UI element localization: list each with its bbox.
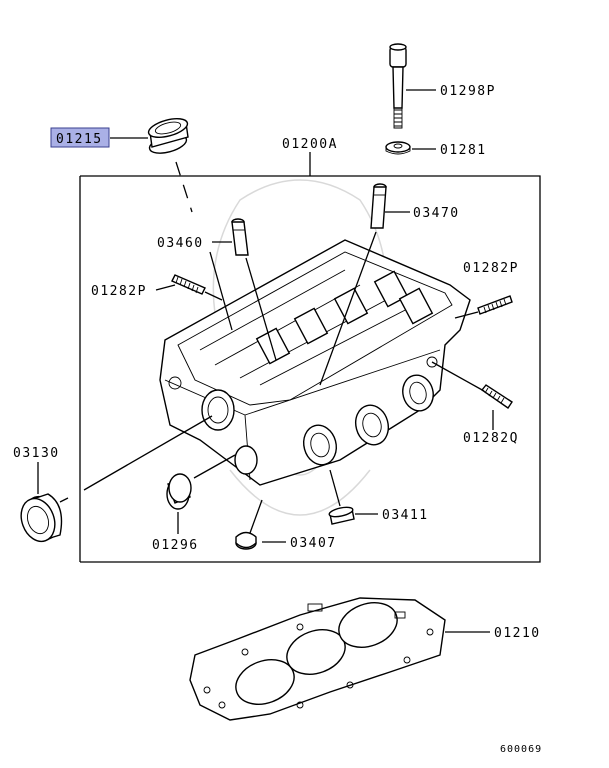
label-01215[interactable]: 01215: [56, 132, 103, 147]
part-01282Q-stud: [480, 384, 513, 409]
label-03411[interactable]: 03411: [382, 508, 429, 523]
part-01282P-stud-left: [171, 274, 206, 295]
part-03407-cup: [235, 531, 257, 550]
part-01215-seal: [147, 117, 189, 154]
label-01281[interactable]: 01281: [440, 143, 487, 158]
label-03130[interactable]: 03130: [13, 446, 60, 461]
label-01210[interactable]: 01210: [494, 626, 541, 641]
label-01282P-right[interactable]: 01282P: [463, 261, 519, 276]
label-01200A[interactable]: 01200A: [282, 137, 338, 152]
label-03460[interactable]: 03460: [157, 236, 204, 251]
part-01298P-bolt: [389, 43, 407, 129]
label-01298P[interactable]: 01298P: [440, 84, 496, 99]
label-03407[interactable]: 03407: [290, 536, 337, 551]
part-03411-cup: [328, 506, 355, 525]
highlight-box: [50, 127, 110, 148]
leader-lines: [37, 89, 494, 633]
part-03130-oil-seal: [20, 493, 63, 543]
cylinder-head: [159, 239, 471, 486]
diagram-id: 600069: [500, 744, 542, 755]
part-03460-guide: [231, 218, 249, 256]
part-01282P-stud-right: [477, 295, 513, 315]
part-01281-washer: [385, 141, 411, 155]
part-01210-gasket: [189, 597, 446, 721]
label-01296[interactable]: 01296: [152, 538, 199, 553]
label-03470[interactable]: 03470: [413, 206, 460, 221]
callout-01215[interactable]: 01215: [50, 127, 110, 148]
label-01282Q[interactable]: 01282Q: [463, 431, 519, 446]
part-01296-plug: [166, 473, 192, 510]
label-01282P-left[interactable]: 01282P: [91, 284, 147, 299]
part-03470-guide: [370, 183, 387, 229]
